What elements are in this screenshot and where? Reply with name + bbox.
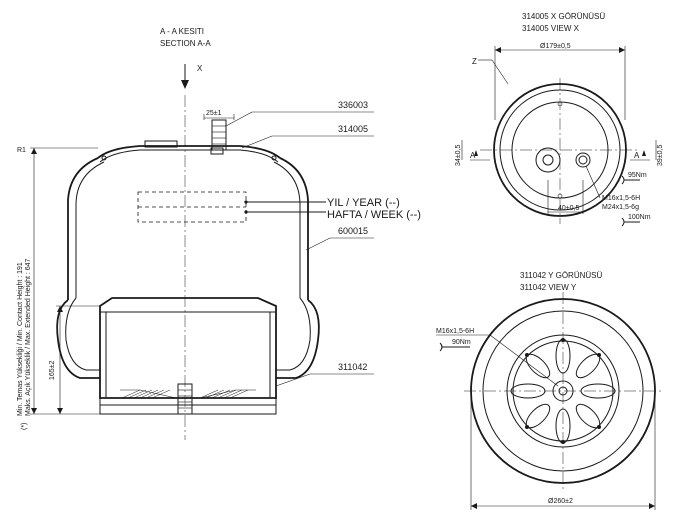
- section-title-tr: A - A KESITI: [160, 27, 204, 36]
- bellows: [56, 157, 320, 379]
- view-x-thread-1: M16x1,5-6H: [602, 195, 640, 202]
- piston: [99, 297, 277, 415]
- dim-piston-height: 165±2: [49, 360, 56, 380]
- section-title-en: SECTION A-A: [160, 39, 211, 48]
- date-code-year: YIL / YEAR (--): [327, 197, 400, 209]
- view-arrow-label: X: [197, 64, 203, 73]
- view-x-diameter: Ø179±0,5: [540, 43, 571, 50]
- view-x-thread-2: M24x1,5-6g: [602, 204, 639, 211]
- label-311042: 311042: [338, 362, 367, 372]
- date-code-week: HAFTA / WEEK (--): [327, 209, 421, 221]
- torque-wrench-icon: 95Nm: [621, 172, 647, 185]
- view-y: 311042 Y GÖRÜNÜSÜ 311042 VIEW Y: [436, 271, 664, 510]
- view-x-title-en: 314005 VIEW X: [522, 24, 580, 33]
- date-code-box: YIL / YEAR (--) HAFTA / WEEK (--): [137, 191, 421, 223]
- height-dimensions: R1 165±2 Min. Temas Yüksekliği / Min. Co…: [17, 147, 100, 430]
- view-x-arrow: X: [181, 64, 203, 89]
- view-x: 314005 X GÖRÜNÜSÜ 314005 VIEW X Ø179±0,5…: [455, 12, 664, 227]
- vertical-text-en: Maks. Açık Yükseklik / Max. Extended Hei…: [25, 258, 32, 416]
- view-y-title-en: 311042 VIEW Y: [520, 283, 577, 292]
- top-fitting: 25±1: [203, 110, 235, 151]
- view-x-torque-1: 95Nm: [628, 172, 647, 179]
- section-mark-left: A: [470, 151, 476, 160]
- view-x-port-center: [535, 147, 561, 173]
- torque-wrench-icon: 90Nm: [439, 339, 471, 352]
- view-y-thread: M16x1,5-6H: [436, 328, 474, 335]
- view-x-torque-2: 100Nm: [628, 214, 651, 221]
- torque-wrench-icon: 100Nm: [621, 214, 651, 227]
- view-y-outer-circle: [470, 298, 656, 484]
- label-314005: 314005: [338, 124, 368, 134]
- view-x-port-thread: [575, 152, 591, 168]
- part-leaders: 336003 314005 600015 311042: [225, 100, 374, 387]
- view-x-title-tr: 314005 X GÖRÜNÜSÜ: [522, 12, 605, 21]
- label-336003: 336003: [338, 100, 368, 110]
- vertical-text-tr: Min. Temas Yüksekliği / Min. Contact Hei…: [17, 262, 24, 416]
- view-y-title-tr: 311042 Y GÖRÜNÜSÜ: [520, 271, 602, 280]
- view-y-diameter: Ø260±2: [548, 498, 573, 505]
- top-plate: [97, 140, 281, 163]
- view-x-offset-dim: 40±0,5: [558, 205, 579, 212]
- vertical-note: (*): [21, 423, 28, 430]
- top-fitting-dim: 25±1: [206, 110, 222, 117]
- section-mark-right: A: [634, 151, 640, 160]
- view-y-torque: 90Nm: [452, 339, 471, 346]
- dim-r1: R1: [17, 147, 26, 154]
- label-600015: 600015: [338, 226, 368, 236]
- view-y-star-pattern: [510, 338, 616, 444]
- view-x-right-dim: 39±0,5: [657, 145, 664, 166]
- view-x-left-dim: 34±0,5: [455, 145, 462, 166]
- section-a-a: A - A KESITI SECTION A-A X 25±1: [17, 27, 421, 440]
- view-x-z-label: Z: [472, 57, 477, 66]
